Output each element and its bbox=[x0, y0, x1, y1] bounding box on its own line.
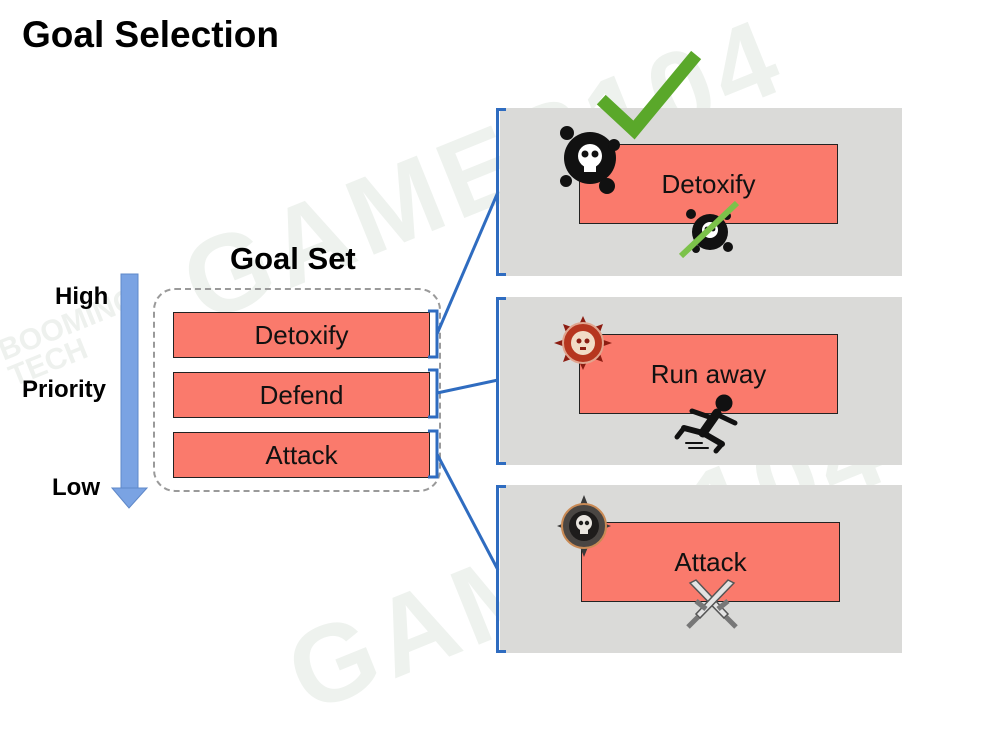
defend-badge-icon bbox=[554, 316, 612, 370]
action-detoxify[interactable]: Detoxify bbox=[579, 144, 838, 224]
slide-title: Goal Selection bbox=[22, 14, 280, 55]
crossed-poison-icon bbox=[678, 200, 740, 259]
priority-label: Priority bbox=[22, 376, 107, 403]
priority-high-label: High bbox=[55, 283, 109, 310]
diagram-overlay bbox=[428, 50, 740, 629]
crossed-swords-icon bbox=[686, 579, 738, 629]
priority-arrow-icon bbox=[110, 273, 149, 509]
priority-low-label: Low bbox=[52, 474, 100, 501]
goal-attack[interactable]: Attack bbox=[173, 432, 430, 478]
goal-set-title: Goal Set bbox=[230, 241, 356, 276]
goal-defend[interactable]: Defend bbox=[173, 372, 430, 418]
running-man-icon bbox=[674, 394, 738, 454]
skull-badge-icon bbox=[557, 495, 611, 557]
connector-lines bbox=[435, 191, 500, 571]
goal-set-box bbox=[153, 288, 441, 492]
goal-brackets bbox=[428, 309, 439, 479]
checkmark-icon bbox=[596, 50, 702, 140]
goal-detoxify[interactable]: Detoxify bbox=[173, 312, 430, 358]
action-run-away[interactable]: Run away bbox=[579, 334, 838, 414]
action-attack[interactable]: Attack bbox=[581, 522, 840, 602]
poison-skull-icon bbox=[560, 126, 620, 194]
